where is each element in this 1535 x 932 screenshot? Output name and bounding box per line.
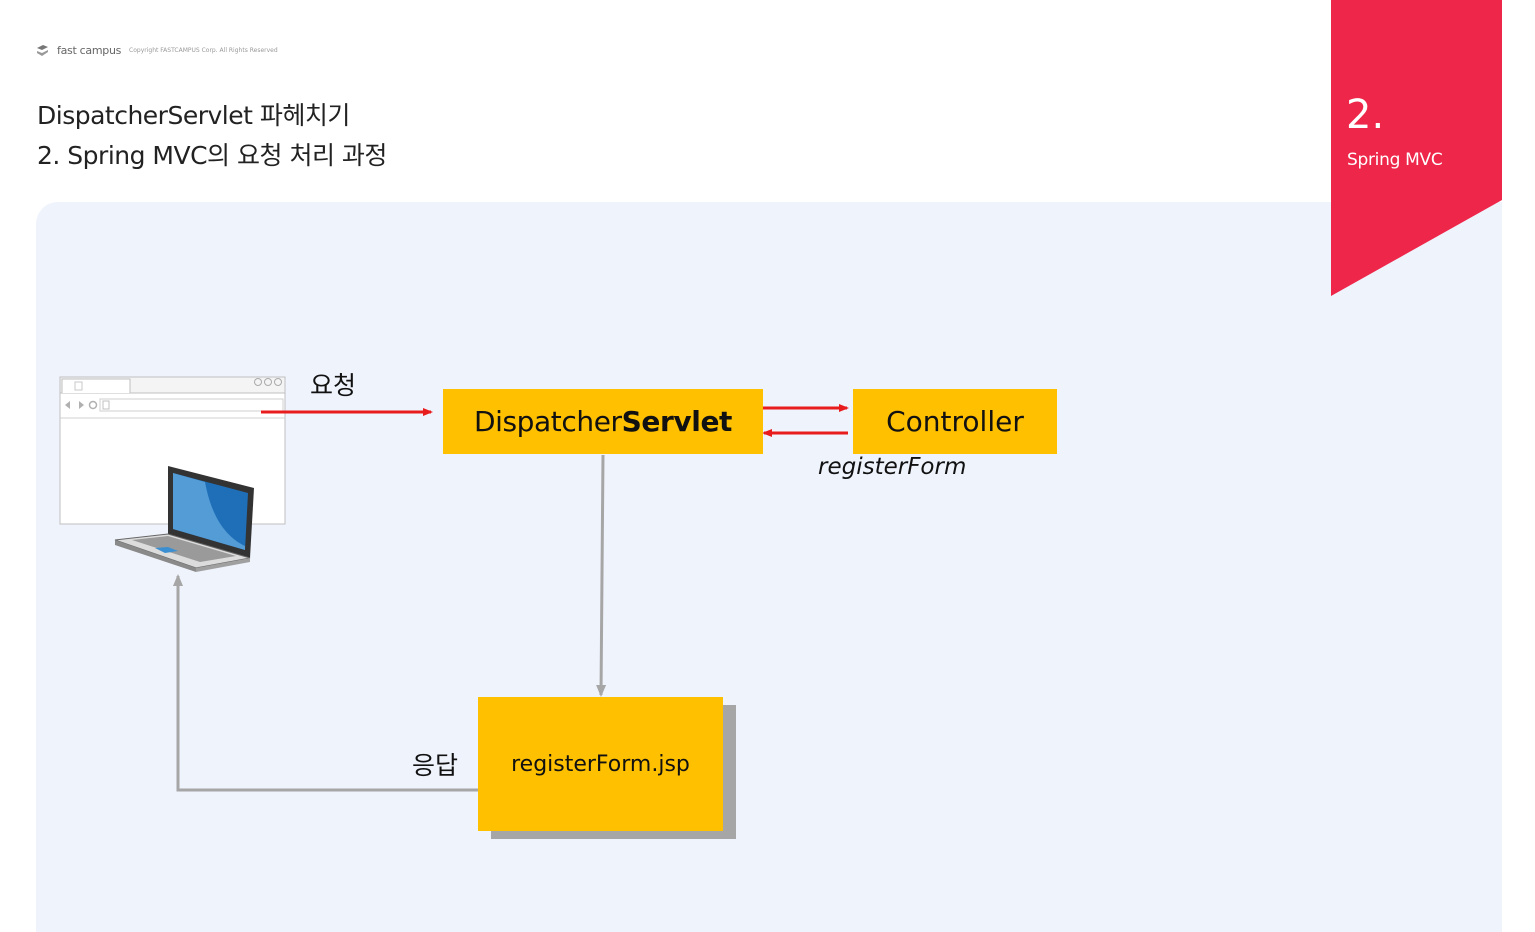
section-ribbon (1331, 0, 1502, 296)
laptop-icon (114, 466, 254, 572)
brand-name: fast campus (57, 43, 122, 57)
fastcampus-logo-icon (37, 44, 48, 56)
view-name-label: registerForm (818, 454, 967, 480)
controller-box: Controller (853, 389, 1057, 454)
page-title: DispatcherServlet 파헤치기 2. Spring MVC의 요청… (37, 96, 387, 176)
content-panel (36, 202, 1502, 932)
section-name: Spring MVC (1347, 150, 1443, 170)
request-label: 요청 (310, 371, 357, 400)
dispatcher-servlet-prefix: Dispatcher (473, 405, 622, 438)
dispatcher-servlet-bold: Servlet (621, 405, 733, 438)
response-label: 응답 (412, 751, 459, 780)
page-title-line1: DispatcherServlet 파헤치기 (37, 101, 350, 130)
page-title-line2: 2. Spring MVC의 요청 처리 과정 (37, 141, 387, 170)
view-jsp-box: registerForm.jsp (478, 697, 723, 831)
brand-header: fast campus Copyright FASTCAMPUS Corp. A… (36, 42, 278, 58)
section-number: 2. (1346, 92, 1385, 138)
copyright-text: Copyright FASTCAMPUS Corp. All Rights Re… (129, 46, 278, 54)
